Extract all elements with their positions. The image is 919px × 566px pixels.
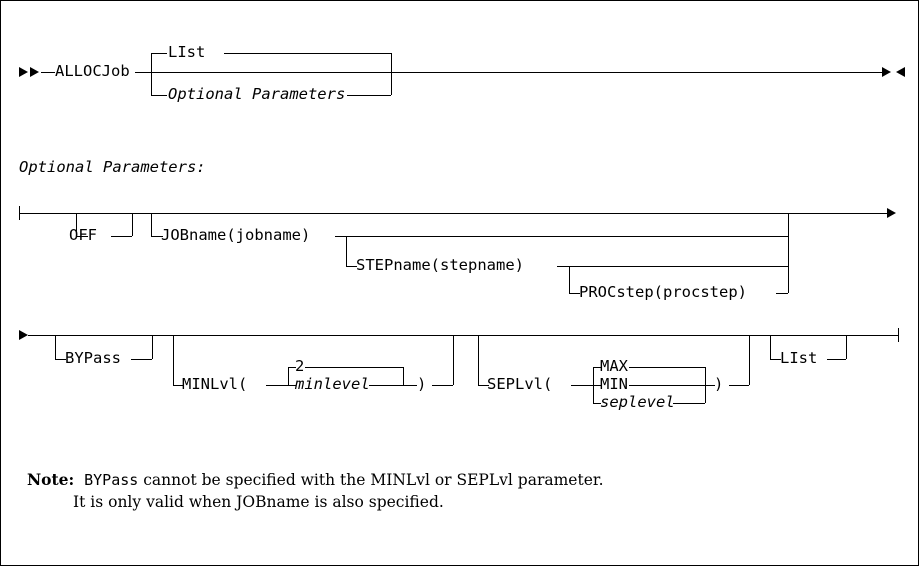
rail-opt1-end-arrow [887,207,896,218]
minlvl-rail-to-close [403,385,417,386]
off-branch-right-rail [111,236,132,237]
option-minlvl-close-paren: ) [417,375,427,393]
rail-optional-left [151,95,167,96]
opt1-join-vertical [788,213,789,293]
option-off: OFF [69,226,97,244]
rail-join-to-end [391,72,882,73]
rail-after-procstep [776,293,788,294]
seplvl-min-rail-right [629,385,705,386]
end-marker-arrow-right [882,66,891,77]
rail-optional-right [347,95,391,96]
start-marker-arrow-2 [30,66,39,77]
fragment-ref-optional-parameters: Optional Parameters [168,85,346,103]
procstep-branch-left-rail [569,293,580,294]
jobname-branch-left-vertical [151,213,152,236]
start-marker-arrow-1 [19,66,28,77]
stepname-argument: stepname [440,256,515,274]
option-minlvl-keyword: MINLvl( [182,375,248,393]
seplvl-branch-left-rail [478,385,489,386]
procstep-argument: procstep [663,283,738,301]
stepname-branch-left-vertical [346,236,347,266]
minlvl-branch-left-vertical [173,335,174,385]
seplvl-arg-rail-right [673,403,705,404]
rail-allocjob-to-fork [135,72,151,73]
option-procstep: PROCstep(procstep) [579,283,747,301]
minlvl-branch-right-rail [432,385,453,386]
rail-list-right [224,53,391,54]
minlvl-default-rail-right [305,367,403,368]
jobname-argument: jobname [235,226,301,244]
option-bypass: BYPass [65,349,121,367]
rail-opt2-end-tick [898,328,899,342]
join-vertical-right [391,53,392,95]
option-minlvl-default-value: 2 [295,357,305,375]
stepname-branch-left-rail [346,266,357,267]
note-block: Note: BYPass cannot be specified with th… [27,469,887,513]
rail-start-to-allocjob [41,72,55,73]
jobname-close-paren: ) [300,226,311,244]
option-minlvl-argument: minlevel [295,375,370,393]
option-list-default: LIst [168,43,206,61]
off-branch-left-vertical [76,213,77,236]
list2-branch-right-rail [827,359,846,360]
bypass-branch-right-vertical [152,335,153,359]
stepname-keyword: STEPname( [356,256,440,274]
fork-vertical-left [151,53,152,95]
keyword-allocjob: ALLOCJob [55,62,130,80]
option-seplvl-argument: seplevel [600,393,675,411]
minlvl-value-join-vertical [403,367,404,385]
stepname-close-paren: ) [514,256,524,274]
option-stepname: STEPname(stepname) [356,256,524,274]
end-marker-arrow-left [896,66,905,77]
option-seplvl-min: MIN [600,375,628,393]
off-branch-left-rail [76,236,88,237]
list2-branch-right-vertical [846,335,847,359]
option-jobname: JOBname(jobname) [161,226,311,244]
fragment-heading-optional-parameters: Optional Parameters: [19,158,206,176]
seplvl-branch-left-vertical [478,335,479,385]
procstep-keyword: PROCstep( [579,283,663,301]
bypass-branch-left-rail [55,359,66,360]
jobname-keyword: JOBname( [161,226,236,244]
option-list-2: LIst [780,349,818,367]
jobname-branch-left-rail [151,236,163,237]
seplvl-branch-right-vertical [749,335,750,385]
rail-after-jobname [335,236,788,237]
minlvl-inner-rail-left [266,385,288,386]
rail-opt1-main [19,213,888,214]
seplvl-max-rail-right [629,367,705,368]
note-line1-rest: cannot be specified with the MINLvl or S… [138,471,604,489]
list2-branch-left-rail [770,359,781,360]
minlvl-arg-rail-right [369,385,403,386]
minlvl-value-fork-vertical [288,367,289,385]
option-seplvl-keyword: SEPLvl( [487,375,553,393]
rail-opt2-main [28,335,899,336]
rail-opt2-start-arrow [19,329,28,340]
seplvl-inner-rail-left [571,385,593,386]
note-mono-term: BYPass [84,471,139,489]
minlvl-default-rail-left [288,367,296,368]
bypass-branch-left-vertical [55,335,56,359]
list2-branch-left-vertical [770,335,771,359]
seplvl-branch-right-rail [729,385,749,386]
off-branch-right-vertical [132,213,133,236]
rail-bypass-empty-path [151,72,391,73]
note-line2: It is only valid when JOBname is also sp… [73,493,444,511]
seplvl-arg-rail-left [593,403,601,404]
rail-after-stepname [557,266,788,267]
rail-list-left [151,53,167,54]
note-label: Note: [27,470,75,489]
procstep-branch-left-vertical [569,266,570,293]
seplvl-max-rail-left [593,367,601,368]
minlvl-branch-left-rail [173,385,184,386]
seplvl-rail-to-close [705,385,715,386]
minlvl-arg-rail-left [288,385,296,386]
seplvl-min-rail-left [593,385,601,386]
option-seplvl-close-paren: ) [714,375,724,393]
minlvl-branch-right-vertical [453,335,454,385]
procstep-close-paren: ) [737,283,747,301]
option-seplvl-max: MAX [600,357,628,375]
bypass-branch-right-rail [131,359,152,360]
